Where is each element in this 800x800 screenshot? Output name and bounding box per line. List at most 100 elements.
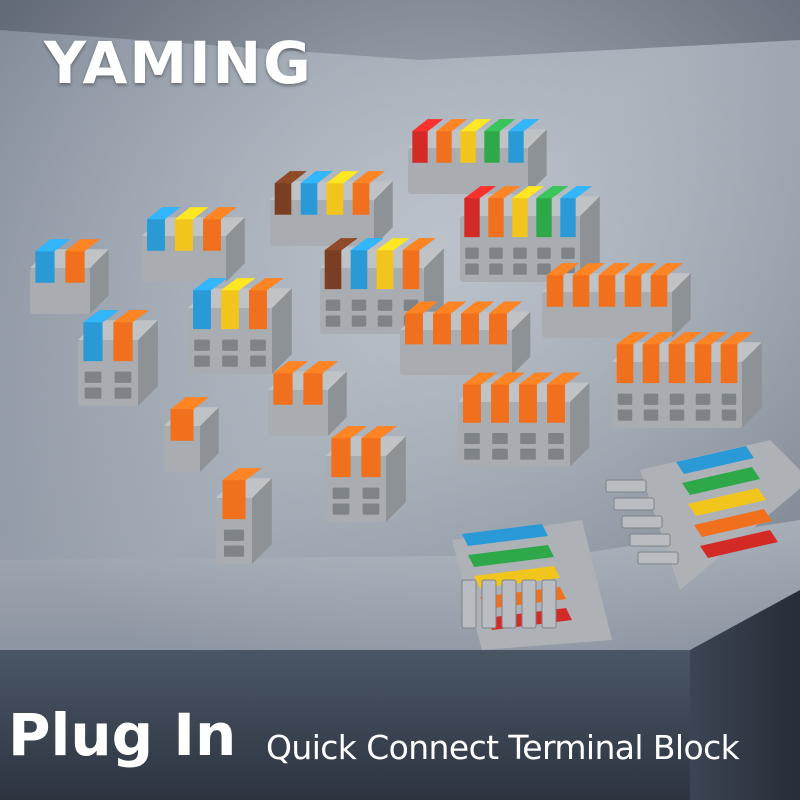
lever-blue <box>350 238 384 290</box>
lever-top-orange <box>598 263 631 276</box>
wire-hole <box>695 393 711 405</box>
pin-slot <box>481 579 497 629</box>
housing-front <box>270 200 374 246</box>
housing-top <box>542 273 691 292</box>
wire-hole <box>222 355 238 367</box>
lever-orange <box>642 332 676 384</box>
lever-top-orange <box>405 301 438 314</box>
wire-hole <box>351 299 367 311</box>
lever-top-orange <box>170 397 209 410</box>
housing-front <box>458 402 570 467</box>
lever-brown <box>324 238 358 290</box>
wire-hole <box>643 409 659 421</box>
lever-top-orange <box>65 239 100 252</box>
wire-hole <box>513 247 527 259</box>
pedestal-front <box>0 650 690 800</box>
wire-hole <box>194 355 210 367</box>
pin-slot <box>501 579 517 629</box>
wire-hole <box>669 409 685 421</box>
lever-top-orange <box>352 171 385 184</box>
housing-side <box>200 407 219 472</box>
lever-orange <box>694 509 772 537</box>
lever-top-orange <box>572 263 605 276</box>
lever-top-blue <box>300 171 333 184</box>
connector-four-way-orange <box>400 301 590 467</box>
housing-side <box>570 382 590 467</box>
pin-slot <box>605 479 647 493</box>
wire-hole <box>222 339 238 351</box>
housing-side <box>90 249 109 314</box>
lever-top-orange <box>642 332 676 345</box>
wire-hole <box>194 339 210 351</box>
lever-orange <box>668 332 702 384</box>
pin-slot <box>613 497 655 511</box>
wire-hole <box>617 409 633 421</box>
lever-top-green <box>484 119 515 132</box>
headline-text: Plug In <box>8 701 237 769</box>
lever-yellow <box>512 186 544 238</box>
lever-top-orange <box>491 372 525 385</box>
wire-hole <box>223 529 245 541</box>
wire-hole <box>464 433 480 445</box>
housing-side <box>138 320 158 406</box>
wire-hole <box>669 393 685 405</box>
pin-slot <box>521 579 537 629</box>
lever-top-orange <box>273 361 308 374</box>
subtitle-text: Quick Connect Terminal Block <box>266 728 740 767</box>
lever-top-orange <box>203 207 237 220</box>
lever-top-blue <box>350 238 384 251</box>
lever-green <box>682 467 760 495</box>
lever-top-orange <box>668 332 702 345</box>
wire-hole <box>114 371 132 383</box>
wire-hole <box>520 448 536 460</box>
wire-hole <box>492 433 508 445</box>
wire-hole <box>721 393 737 405</box>
wire-hole <box>84 371 102 383</box>
lever-top-orange <box>436 119 467 132</box>
housing-side <box>272 288 292 374</box>
housing-top <box>612 342 762 362</box>
lever-orange <box>249 278 284 330</box>
lever-top-yellow <box>221 278 256 291</box>
lever-orange <box>694 332 728 384</box>
lever-red <box>700 530 778 558</box>
brand-logo-text: YAMING <box>44 29 313 97</box>
lever-top-orange <box>402 238 436 251</box>
wire-hole <box>561 247 575 259</box>
lever-orange <box>402 238 436 290</box>
connector-five-way-orange <box>542 263 762 428</box>
lever-orange <box>616 332 650 384</box>
housing-side <box>252 478 272 564</box>
wire-hole <box>377 315 393 327</box>
lever-top-orange <box>720 332 754 345</box>
wire-hole <box>325 299 341 311</box>
connector-two-way-orange <box>268 361 406 522</box>
pin-slot <box>541 579 557 629</box>
pedestal-side <box>690 590 800 800</box>
pin-slot <box>461 579 477 629</box>
lever-blue <box>676 446 754 474</box>
lever-green <box>468 545 554 567</box>
lever-orange <box>519 372 553 423</box>
lever-top-orange <box>361 426 397 439</box>
housing-side <box>328 371 347 436</box>
connector-five-way-rainbow-plug <box>605 440 800 590</box>
lever-orange <box>463 372 497 423</box>
lever-top-orange <box>331 426 367 439</box>
wire-hole <box>351 315 367 327</box>
lever-orange <box>547 372 581 423</box>
wire-hole <box>465 247 479 259</box>
lever-top-orange <box>547 372 581 385</box>
wire-hole <box>492 448 508 460</box>
wire-hole <box>489 247 503 259</box>
wire-hole <box>548 448 564 460</box>
lever-top-yellow <box>460 119 491 132</box>
housing-side <box>672 273 691 338</box>
lever-top-orange <box>650 263 683 276</box>
lever-top-green <box>536 186 568 199</box>
lever-top-blue <box>35 239 70 252</box>
lever-top-orange <box>546 263 579 276</box>
connector-one-way <box>164 397 272 564</box>
wire-hole <box>362 487 380 499</box>
lever-top-orange <box>303 361 338 374</box>
